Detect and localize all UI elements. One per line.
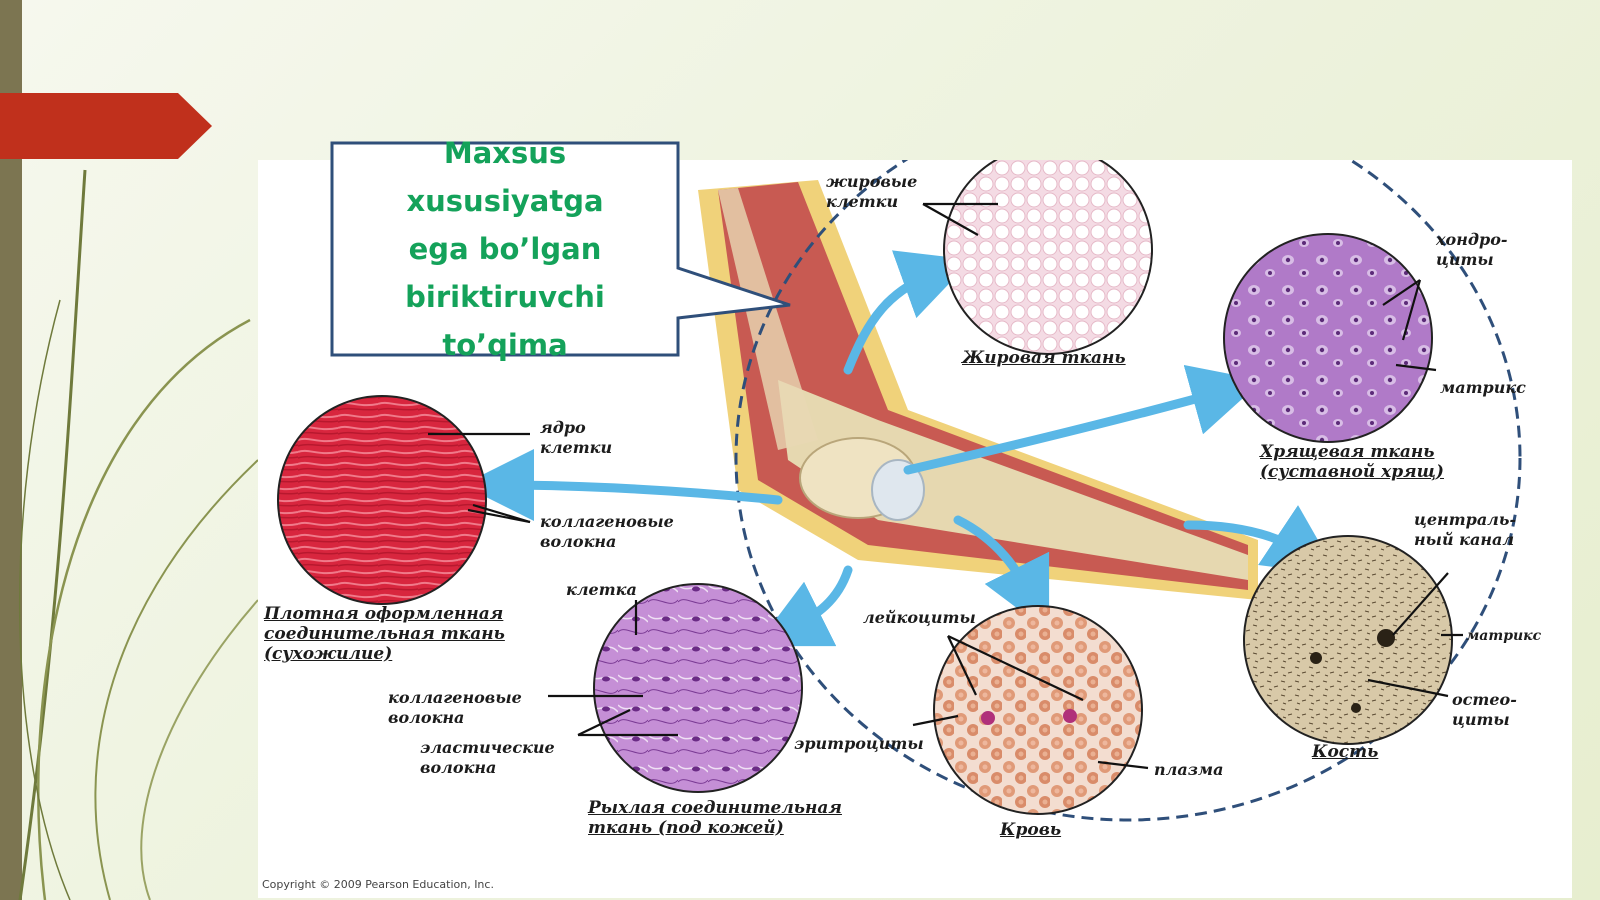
tissue-arrows [462, 250, 1338, 647]
arm-illustration [698, 180, 1258, 600]
label-collagen-fibers-dense: коллагеновые волокна [540, 512, 674, 551]
label-chondrocytes: хондро- циты [1436, 230, 1508, 269]
adipose-tissue-micrograph [943, 160, 1153, 355]
label-bone-matrix: матрикс [1466, 628, 1542, 644]
title-dense-connective-tissue: Плотная оформленная соединительная ткань… [264, 604, 505, 664]
blood-micrograph [933, 605, 1143, 815]
title-bone: Кость [1312, 742, 1379, 762]
title-blood: Кровь [1000, 820, 1062, 840]
label-fat-cells: жировые клетки [826, 172, 918, 211]
label-central-canal: централь- ный канал [1414, 510, 1517, 549]
label-plasma: плазма [1154, 760, 1224, 779]
title-arrow-shape [0, 93, 212, 159]
label-leukocytes: лейкоциты [863, 608, 976, 627]
label-cartilage-matrix: матрикс [1440, 378, 1526, 397]
specialized-tissue-dashed-circle [734, 160, 1522, 822]
title-cartilage-tissue: Хрящевая ткань (суставной хрящ) [1260, 442, 1444, 482]
label-erythrocytes: эритроциты [794, 734, 924, 753]
cartilage-micrograph [1223, 233, 1433, 443]
decorative-stems [18, 169, 259, 900]
callout-box: Maxsus xususiyatga ega bo’lgan biriktiru… [332, 136, 678, 362]
dense-tissue-micrograph [277, 395, 487, 605]
leader-lines [428, 202, 1463, 770]
loose-tissue-micrograph [593, 583, 803, 793]
figure-art [277, 160, 1522, 822]
label-osteocytes: остео- циты [1452, 690, 1517, 729]
label-cell: клетка [566, 580, 637, 599]
label-collagen-fibers-loose: коллагеновые волокна [388, 688, 522, 727]
callout-text: Maxsus xususiyatga ega bo’lgan biriktiru… [405, 136, 605, 362]
title-adipose-tissue: Жировая ткань [962, 348, 1126, 368]
label-cell-nucleus: ядро клетки [540, 418, 613, 457]
bone-micrograph [1243, 535, 1453, 745]
copyright-notice: Copyright © 2009 Pearson Education, Inc. [262, 878, 494, 891]
left-accent-bar [0, 0, 22, 900]
title-loose-connective-tissue: Рыхлая соединительная ткань (под кожей) [588, 798, 842, 838]
label-elastic-fibers: эластические волокна [420, 738, 555, 777]
